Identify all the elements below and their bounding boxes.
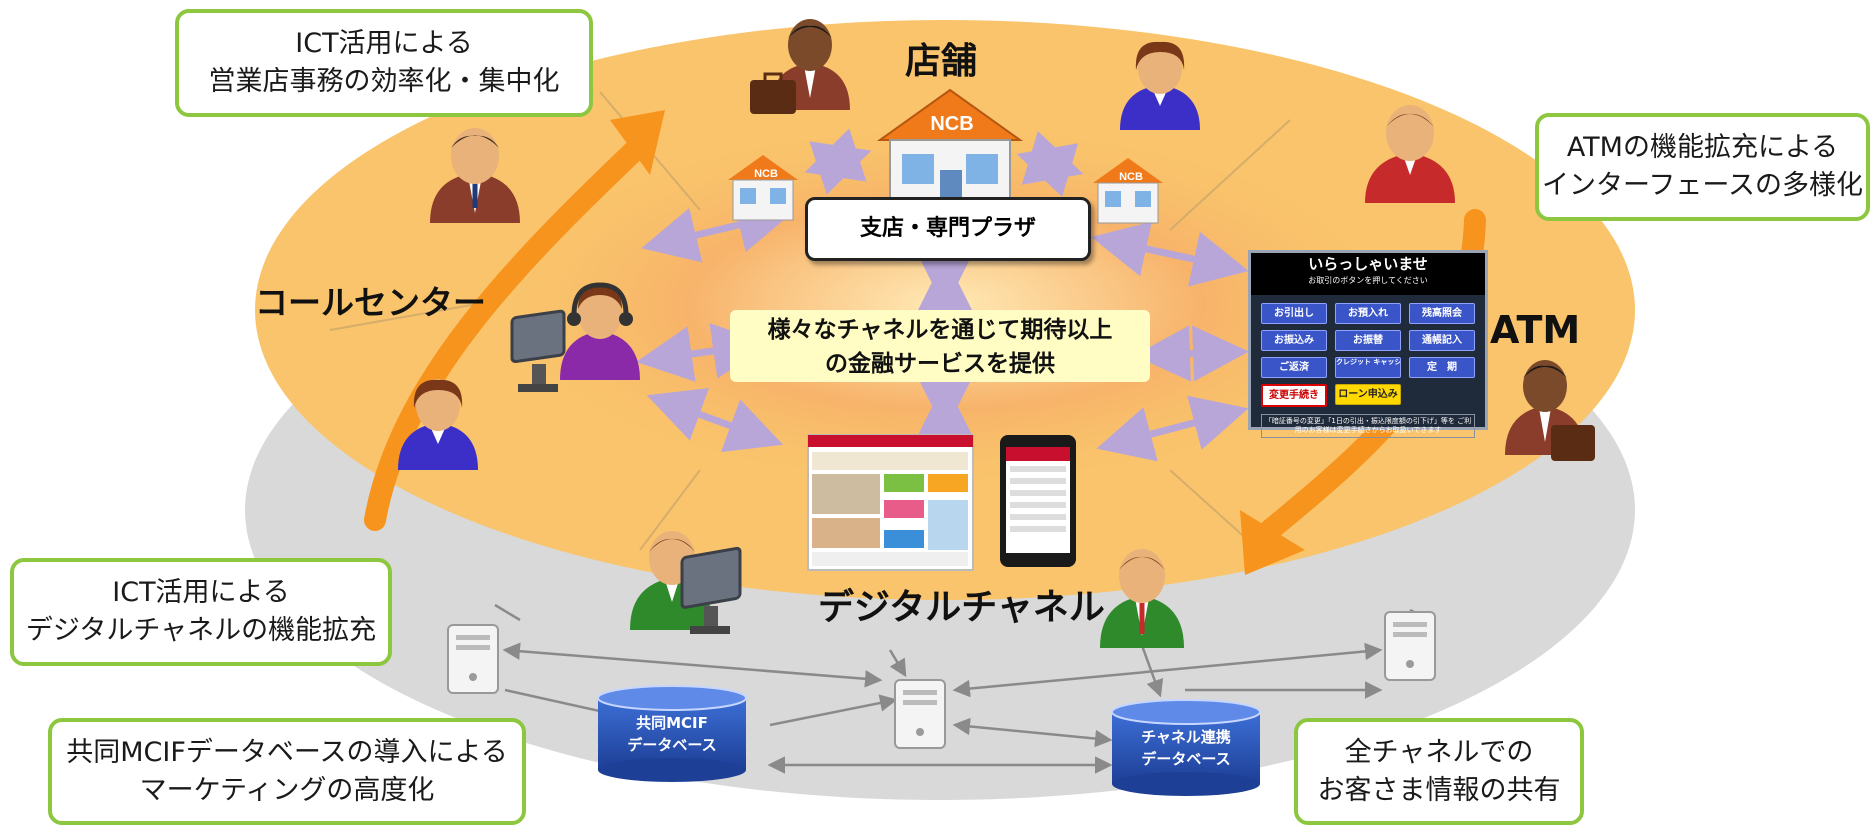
server-left	[447, 624, 499, 694]
callout-line: インターフェースの多様化	[1541, 170, 1864, 201]
callout-mcif-marketing: 共同MCIFデータベースの導入による マーケティングの高度化	[48, 718, 526, 825]
orange-arrowhead-up	[610, 110, 665, 175]
db-label-line: チャネル連携	[1141, 728, 1231, 746]
atm-button-change-procedure: 変更手続き	[1261, 384, 1327, 407]
computer-icon-call-center	[510, 309, 566, 392]
atm-button-passbook: 通帳記入	[1409, 330, 1475, 351]
callout-line: 共同MCIFデータベースの導入による	[66, 736, 508, 768]
db-label-line: データベース	[627, 736, 717, 754]
store-building-left: NCB	[728, 155, 798, 221]
callout-line: ATMの機能拡充による	[1566, 132, 1839, 163]
channel-database-cylinder	[1111, 699, 1261, 796]
atm-button-deposit: お預入れ	[1335, 303, 1401, 324]
person-icon-left-woman	[398, 379, 478, 470]
callout-digital-expansion: ICT活用による デジタルチャネルの機能拡充	[10, 558, 392, 666]
person-icon-atm-bottom	[1505, 360, 1595, 461]
callout-atm-interface: ATMの機能拡充による インターフェースの多様化	[1535, 113, 1870, 221]
callout-line: ICT活用による	[295, 28, 473, 59]
person-icon-store-left	[750, 19, 850, 114]
atm-screen-title: いらっしゃいませ	[1308, 255, 1428, 273]
channel-database-label: チャネル連携 データベース	[1112, 726, 1260, 770]
person-icon-store-right	[1120, 41, 1200, 130]
person-icon-digital-right	[1100, 549, 1184, 648]
store-sign-main: NCB	[930, 113, 973, 135]
center-message-line: の金融サービスを提供	[825, 351, 1055, 377]
server-center	[894, 679, 946, 749]
person-icon-top-left-suit	[430, 128, 520, 223]
label-atm: ATM	[1490, 308, 1581, 352]
atm-button-credit-cashing: クレジット キャッシング	[1335, 357, 1401, 378]
center-message: 様々なチャネルを通じて期待以上 の金融サービスを提供	[730, 310, 1150, 382]
callout-line: お客さま情報の共有	[1317, 774, 1561, 806]
store-building-right: NCB	[1093, 158, 1163, 224]
atm-screen-footer: 「暗証番号の変更」「1日の引出・振込限度額の引下げ」等を ご利用のお客様は変更手…	[1261, 414, 1475, 438]
store-sign-left: NCB	[754, 168, 778, 180]
callout-line: デジタルチャネルの機能拡充	[25, 615, 377, 646]
callout-line: 営業店事務の効率化・集中化	[208, 66, 560, 97]
atm-button-withdraw: お引出し	[1261, 303, 1327, 324]
atm-button-loan-application: ローン申込み	[1335, 384, 1401, 405]
computer-icon-digital	[680, 546, 742, 634]
store-sign-right: NCB	[1119, 171, 1143, 183]
branch-plaza-box: 支店・専門プラザ	[805, 197, 1091, 261]
center-message-line: 様々なチャネルを通じて期待以上	[767, 317, 1113, 343]
db-label-line: データベース	[1141, 750, 1231, 768]
atm-screen: いらっしゃいませ お取引のボタンを押してください お引出し お預入れ 残高照会 …	[1248, 250, 1488, 438]
mcif-database-label: 共同MCIF データベース	[598, 712, 746, 756]
person-icon-atm-top	[1365, 105, 1455, 203]
atm-button-grid: お引出し お預入れ 残高照会 お振込み お振替 通帳記入 ご返済 クレジット キ…	[1251, 295, 1485, 407]
atm-button-account-transfer: お振替	[1335, 330, 1401, 351]
smartphone-mock	[1000, 435, 1076, 567]
callout-line: マーケティングの高度化	[139, 774, 435, 806]
label-digital-channel: デジタルチャネル	[818, 587, 1105, 628]
db-label-line: 共同MCIF	[636, 714, 708, 732]
label-call-center: コールセンター	[255, 283, 486, 322]
callout-line: 全チャネルでの	[1344, 736, 1534, 768]
server-right	[1384, 611, 1436, 681]
atm-button-fixed-deposit: 定 期	[1409, 357, 1475, 378]
atm-screen-subtitle: お取引のボタンを押してください	[1308, 276, 1428, 285]
atm-button-balance: 残高照会	[1409, 303, 1475, 324]
mcif-database-cylinder	[597, 685, 747, 782]
callout-branch-efficiency: ICT活用による 営業店事務の効率化・集中化	[175, 9, 593, 117]
orange-arrowhead-down	[1240, 510, 1305, 575]
atm-screen-header: いらっしゃいませ お取引のボタンを押してください	[1251, 253, 1485, 295]
label-store: 店舗	[905, 41, 978, 82]
website-screenshot-mock	[807, 434, 974, 571]
person-icon-call-center-operator	[560, 282, 640, 380]
callout-line: ICT活用による	[112, 577, 290, 608]
atm-button-repayment: ご返済	[1261, 357, 1327, 378]
callout-customer-info-sharing: 全チャネルでの お客さま情報の共有	[1294, 718, 1584, 825]
atm-button-transfer: お振込み	[1261, 330, 1327, 351]
